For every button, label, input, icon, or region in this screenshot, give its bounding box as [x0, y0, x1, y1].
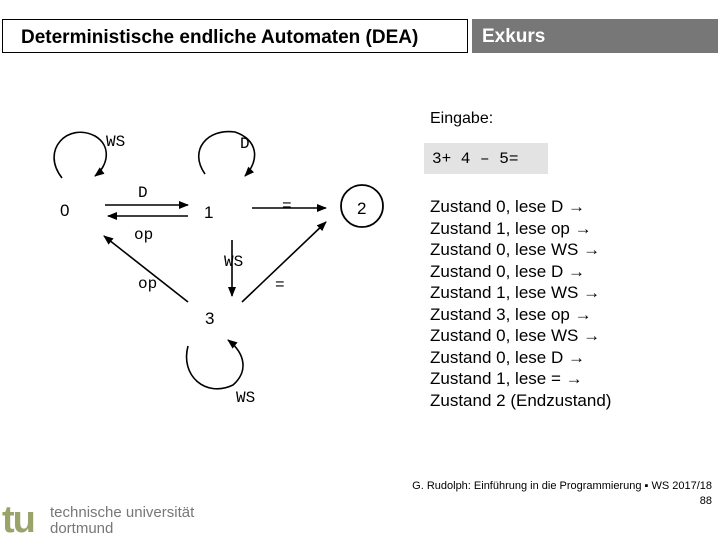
page-number: 88 — [699, 495, 712, 507]
page-title: Deterministische endliche Automaten (DEA… — [21, 27, 419, 48]
exkurs-label: Exkurs — [482, 26, 546, 47]
footer-citation: G. Rudolph: Einführung in die Programmie… — [412, 480, 712, 492]
edge-eq-3-to-2 — [241, 221, 327, 303]
state-2-label: 2 — [357, 199, 366, 218]
trace-step: Zustand 0, lese D → — [430, 261, 585, 281]
logo-line-2: dortmund — [50, 520, 114, 537]
trace-step: Zustand 0, lese WS → — [430, 326, 601, 345]
trace-step: Zustand 0, lese WS → — [430, 240, 601, 259]
label-ws-loop-0: WS — [106, 133, 125, 151]
logo-line-1: technische universität — [50, 504, 195, 521]
input-box: 3+ 4 – 5= — [424, 143, 548, 174]
edge-op-3-to-0 — [103, 235, 189, 303]
label-d-loop-1: D — [240, 135, 250, 153]
state-2-final-ring — [340, 184, 384, 228]
loop-ws-state-3 — [185, 339, 244, 390]
input-label: Eingabe: — [430, 110, 494, 127]
trace-step: Zustand 2 (Endzustand) — [430, 390, 612, 410]
state-1-label: 1 — [204, 203, 213, 222]
trace-step: Zustand 0, lese D → — [430, 347, 585, 367]
trace-step: Zustand 1, lese WS → — [430, 283, 601, 302]
label-ws-1-3: WS — [224, 253, 243, 271]
trace-step: Zustand 1, lese = → — [430, 369, 583, 388]
input-value: 3+ 4 – 5= — [432, 150, 519, 168]
trace-list: Zustand 0, lese D → Zustand 1, lese op →… — [430, 196, 611, 411]
label-d-0-1: D — [138, 184, 148, 202]
trace-step: Zustand 3, lese op → — [430, 304, 592, 324]
title-box: Deterministische endliche Automaten (DEA… — [2, 19, 468, 53]
loop-d-state-1 — [198, 130, 256, 177]
exkurs-badge: Exkurs — [472, 19, 718, 53]
label-eq-1-2: = — [282, 197, 292, 215]
logo-mark: tu — [2, 499, 36, 541]
trace-step: Zustand 1, lese op → — [430, 218, 592, 238]
label-op-3-0: op — [138, 275, 157, 293]
trace-step: Zustand 0, lese D → — [430, 197, 585, 216]
label-ws-loop-3: WS — [236, 389, 255, 407]
label-eq-3-2: = — [275, 276, 285, 294]
loop-ws-state-0 — [53, 131, 108, 179]
footer: G. Rudolph: Einführung in die Programmie… — [412, 479, 712, 509]
state-3-label: 3 — [205, 309, 214, 328]
tu-dortmund-logo: tu technische universität dortmund — [2, 499, 202, 541]
label-op-1-0: op — [134, 226, 153, 244]
state-0-label: 0 — [60, 201, 69, 220]
